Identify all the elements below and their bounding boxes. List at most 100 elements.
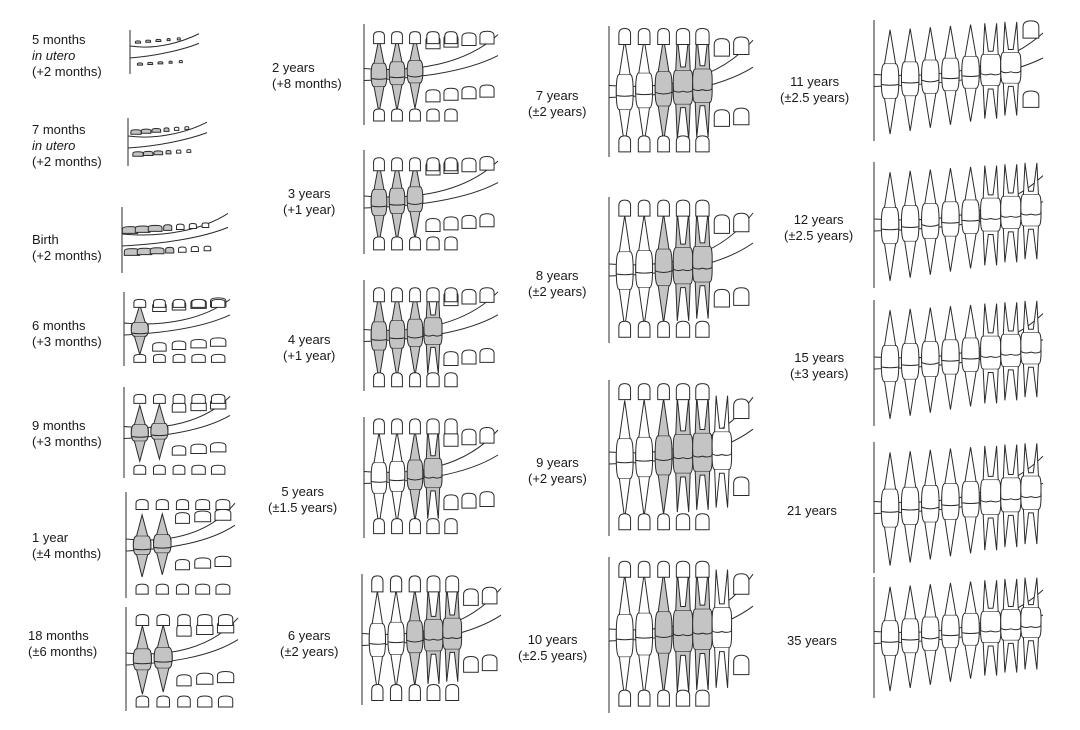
dental-arch-15y [870, 298, 1045, 428]
stage-range: (±4 months) [32, 546, 102, 561]
tooth-bud [372, 685, 383, 701]
tooth-bud [696, 514, 709, 530]
tooth-bud [169, 61, 172, 63]
tooth-bud [157, 615, 170, 626]
stage-label-6m: 6 months(+3 months) [32, 318, 102, 350]
tooth-bud [137, 63, 142, 65]
stage-label-4y: 4 years(+1 year) [283, 332, 335, 364]
tooth-bud [198, 696, 212, 707]
permanent-tooth [901, 586, 918, 640]
arch-group [609, 197, 753, 343]
tooth-bud [154, 465, 166, 474]
deciduous-tooth [407, 589, 423, 642]
tooth-bud [176, 224, 184, 229]
tooth-bud [374, 419, 385, 434]
tooth-bud [136, 615, 149, 626]
tooth-bud [192, 354, 205, 362]
tooth-bud [658, 321, 670, 337]
tooth-bud [446, 685, 459, 701]
permanent-tooth [962, 305, 979, 359]
tooth-bud [177, 675, 191, 686]
stage-range: (+3 months) [32, 334, 102, 349]
stage-range: (±2 years) [528, 104, 587, 119]
arch-group [874, 442, 1043, 573]
tooth-bud [696, 384, 709, 400]
tooth-bud [676, 690, 689, 706]
tooth-bud [638, 514, 650, 530]
tooth-bud [176, 584, 188, 594]
permanent-tooth [981, 23, 1001, 75]
stage-range: (+1 year) [283, 202, 336, 217]
dental-arch-birth [118, 205, 230, 275]
stage-label-8y: 8 years(±2 years) [528, 268, 586, 300]
deciduous-tooth [151, 404, 168, 435]
tooth-bud [196, 499, 210, 509]
permanent-tooth [636, 399, 653, 461]
permanent-tooth [981, 446, 1001, 502]
tooth-bud [676, 136, 689, 152]
tooth-bud [136, 499, 148, 509]
upper-jaw-contour [128, 122, 207, 137]
tooth-bud [374, 519, 385, 534]
stage-range: in utero [32, 48, 76, 63]
deciduous-tooth [424, 429, 442, 478]
lower-jaw-contour [128, 133, 207, 148]
tooth-bud [185, 127, 189, 130]
tooth-bud [410, 32, 421, 44]
stage-range: (±2 years) [528, 284, 587, 299]
tooth-bud [204, 246, 211, 251]
tooth-bud [392, 419, 403, 434]
tooth-bud [734, 288, 749, 306]
stage-age: 10 years [527, 632, 578, 647]
tooth-bud [374, 109, 385, 121]
tooth-bud [211, 465, 224, 474]
tooth-bud [427, 158, 439, 171]
tooth-bud [482, 587, 497, 604]
dental-arch-1y [122, 490, 237, 600]
tooth-bud [392, 288, 403, 302]
tooth-bud [148, 62, 153, 64]
tooth-bud [146, 40, 151, 42]
arch-group [364, 280, 498, 391]
tooth-bud [638, 384, 650, 400]
tooth-bud [444, 352, 458, 366]
tooth-bud [464, 656, 479, 672]
tooth-bud [445, 519, 457, 534]
permanent-tooth [1021, 301, 1041, 353]
permanent-tooth [371, 432, 387, 482]
tooth-bud [638, 200, 650, 216]
deciduous-tooth [133, 626, 151, 664]
tooth-bud [216, 584, 230, 594]
tooth-bud [482, 655, 497, 671]
dental-arch-35y [870, 575, 1045, 700]
tooth-bud [734, 399, 749, 418]
permanent-tooth [881, 310, 898, 368]
stage-range: (±6 months) [28, 644, 98, 659]
tooth-bud [734, 477, 749, 495]
stage-label-7y: 7 years(±2 years) [528, 88, 586, 120]
deciduous-tooth [673, 37, 693, 92]
tooth-bud [164, 128, 169, 131]
tooth-bud [696, 690, 709, 706]
tooth-bud [619, 514, 631, 530]
tooth-bud [166, 150, 171, 153]
permanent-tooth [636, 629, 653, 697]
tooth-bud [426, 219, 440, 232]
tooth-bud [176, 513, 190, 524]
tooth-bud [427, 288, 439, 302]
tooth-bud [462, 429, 476, 445]
permanent-tooth [942, 306, 959, 361]
tooth-bud [619, 561, 631, 577]
tooth-bud [154, 151, 163, 155]
tooth-bud [480, 348, 494, 362]
tooth-bud [211, 394, 224, 403]
tooth-bud [153, 343, 166, 351]
permanent-tooth [712, 396, 732, 456]
permanent-tooth [369, 591, 385, 644]
tooth-bud [445, 288, 457, 302]
tooth-bud [157, 696, 170, 707]
tooth-bud [676, 561, 689, 577]
tooth-bud [211, 338, 226, 346]
stage-label-21y: 21 years [787, 503, 837, 519]
